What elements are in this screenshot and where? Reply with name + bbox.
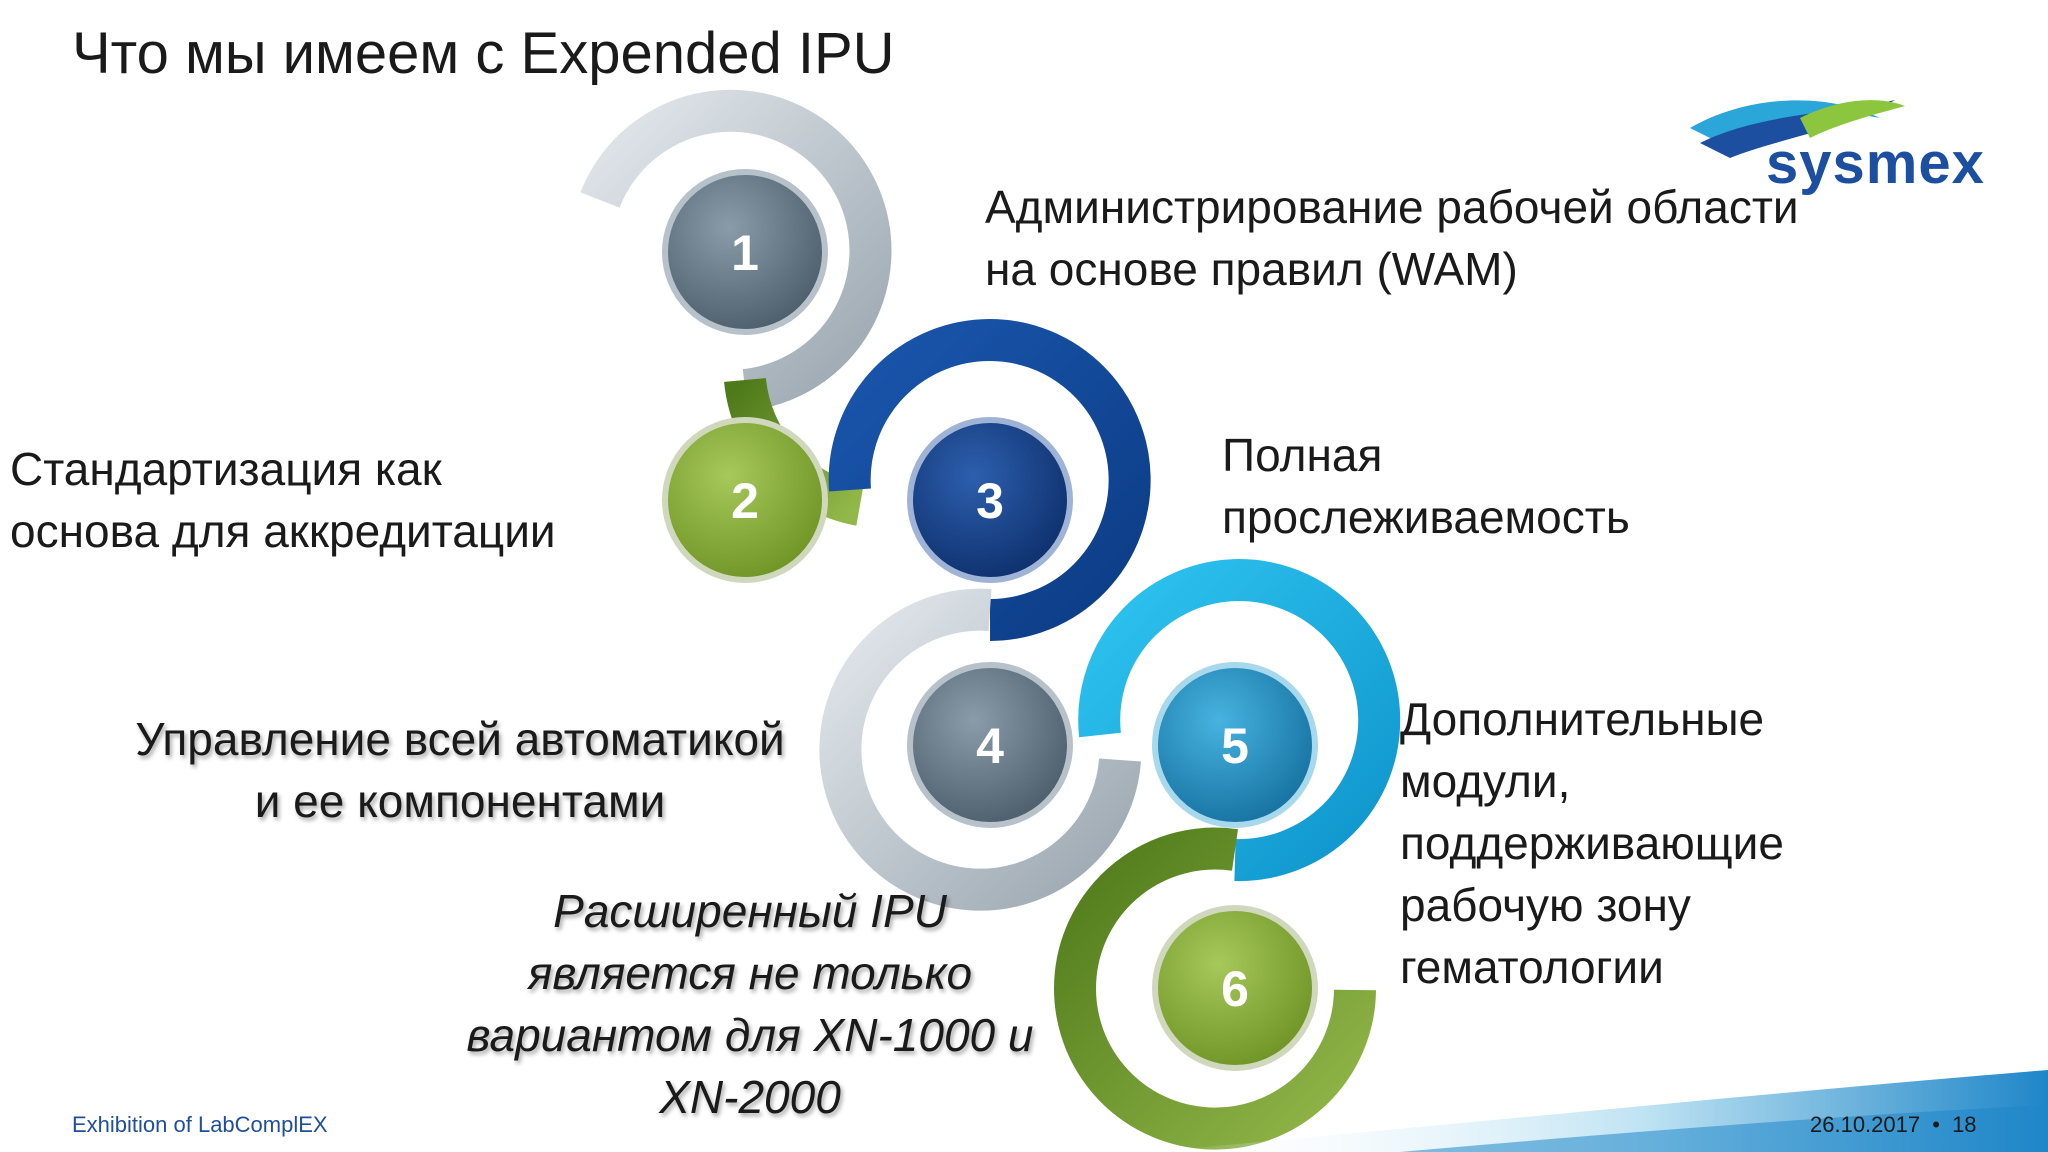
sysmex-wave-icon [1690,100,1905,158]
footer-event: Exhibition of LabComplEX [72,1112,328,1137]
step-circle-1 [662,169,828,335]
ring-1 [580,89,892,411]
step-number-5: 5 [1221,718,1249,774]
step-number-1: 1 [731,225,759,281]
ring-6 [1054,827,1376,1150]
footer-date-page: 26.10.2017 • 18 [1810,1112,1977,1138]
step-circle-6 [1152,905,1318,1071]
step-circle-2 [662,417,828,583]
ring-3 [828,319,1151,641]
footer-date: 26.10.2017 [1810,1112,1921,1137]
ring-4 [819,588,1141,911]
step-number-3: 3 [976,473,1004,529]
sysmex-logo: sysmex [1680,88,1990,198]
ring-5 [1078,559,1401,882]
step-label-4: Управление всей автоматикой и ее компоне… [135,713,785,827]
step-label-5: Дополнительные модули, поддерживающие ра… [1400,693,1784,993]
step-circle-5 [1152,662,1318,828]
step-number-6: 6 [1221,961,1249,1017]
step-circle-3 [907,417,1073,583]
step-label-3: Полная прослеживаемость [1222,429,1630,543]
step-label-2: Стандартизация как основа для аккредитац… [10,443,556,557]
step-circle-4 [907,662,1073,828]
slide-title: Что мы имеем с Expended IPU [72,21,895,86]
ipu-note: Расширенный IPU является не только вариа… [466,885,1034,1123]
step-number-2: 2 [731,473,759,529]
footer-separator: • [1932,1112,1940,1137]
step-number-4: 4 [976,718,1004,774]
step-label-1: Администрирование рабочей области на осн… [985,181,1799,295]
sysmex-logo-text: sysmex [1766,131,1985,196]
footer-page-number: 18 [1952,1112,1977,1137]
